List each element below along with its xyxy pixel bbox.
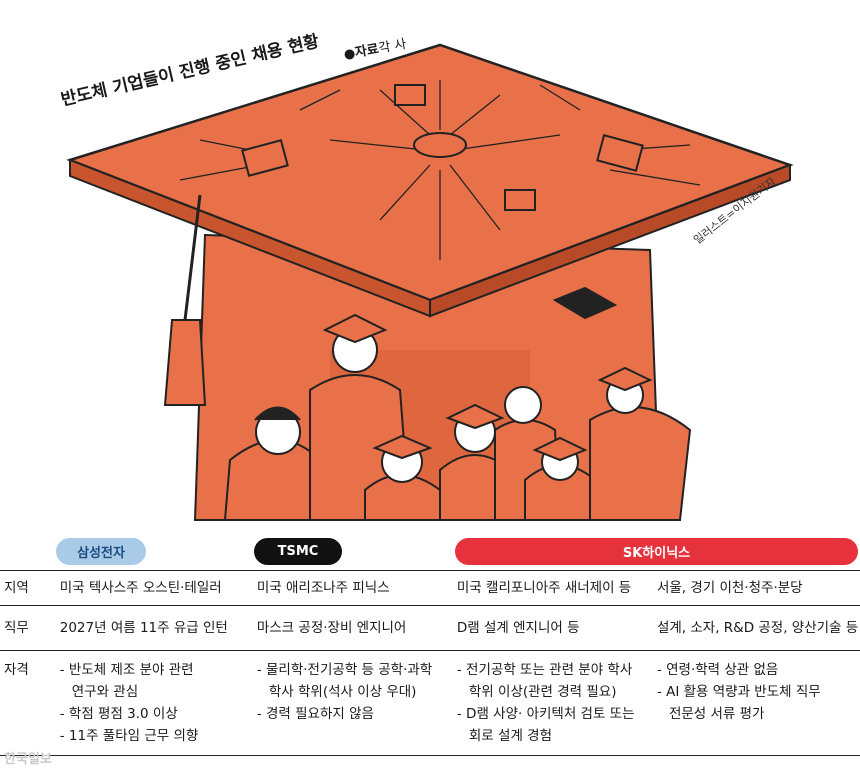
- list-item: 학위 이상(관련 경력 필요): [468, 684, 617, 700]
- cell: - 반도체 제조 분야 관련 연구와 관심 - 학점 평점 3.0 이상 - 1…: [59, 650, 257, 756]
- company-tsmc: TSMC: [254, 538, 342, 565]
- list-item: 전문성 서류 평가: [668, 706, 765, 722]
- list-item: - 학점 평점 3.0 이상: [59, 706, 178, 722]
- table-row-region: 지역 미국 텍사스주 오스틴·테일러 미국 애리조나주 피닉스 미국 캘리포니아…: [0, 570, 860, 606]
- list-item: - 경력 필요하지 않음: [256, 706, 374, 722]
- cell: - 물리학·전기공학 등 공학·과학 학사 학위(석사 이상 우대) - 경력 …: [256, 650, 457, 756]
- row-label: 직무: [0, 605, 60, 651]
- cell: 마스크 공정·장비 엔지니어: [256, 605, 457, 651]
- cell: D램 설계 엔지니어 등: [456, 605, 657, 651]
- graduation-cap-illustration: [66, 43, 794, 521]
- cell: 설계, 소자, R&D 공정, 양산기술 등: [656, 605, 860, 651]
- list-item: 회로 설계 경험: [468, 728, 552, 744]
- recruitment-table: 지역 미국 텍사스주 오스틴·테일러 미국 애리조나주 피닉스 미국 캘리포니아…: [0, 570, 860, 756]
- table-row-job: 직무 2027년 여름 11주 유급 인턴 마스크 공정·장비 엔지니어 D램 …: [0, 605, 860, 651]
- list-item: - 11주 풀타임 근무 의향: [59, 728, 199, 744]
- cell: 미국 텍사스주 오스틴·테일러: [59, 570, 257, 606]
- tassel: [163, 319, 207, 406]
- list-item: - 반도체 제조 분야 관련: [59, 662, 194, 678]
- company-sk-hynix: SK하이닉스: [455, 538, 858, 565]
- company-header: 삼성전자 TSMC SK하이닉스: [0, 538, 860, 568]
- chip-center: [413, 132, 467, 158]
- cell: - 전기공학 또는 관련 분야 학사 학위 이상(관련 경력 필요) - D램 …: [456, 650, 657, 756]
- row-label: 자격: [0, 650, 60, 756]
- watermark-logo: 한국일보: [4, 752, 52, 767]
- list-item: - 전기공학 또는 관련 분야 학사: [456, 662, 633, 678]
- chip-right: [596, 134, 644, 172]
- list-item: 학사 학위(석사 이상 우대): [268, 684, 417, 700]
- company-samsung: 삼성전자: [56, 538, 146, 565]
- list-item: 연구와 관심: [71, 684, 139, 700]
- cell: 미국 캘리포니아주 새너제이 등: [456, 570, 657, 606]
- flying-cap: [552, 286, 618, 320]
- chip-left: [241, 139, 289, 177]
- graduate-7-gown: [589, 406, 692, 521]
- list-item: - 연령·학력 상관 없음: [656, 662, 779, 678]
- cell: - 연령·학력 상관 없음 - AI 활용 역량과 반도체 직무 전문성 서류 …: [656, 650, 860, 756]
- cell: 2027년 여름 11주 유급 인턴: [59, 605, 257, 651]
- cell: 미국 애리조나주 피닉스: [256, 570, 457, 606]
- list-item: - AI 활용 역량과 반도체 직무: [656, 684, 821, 700]
- list-item: - D램 사양· 아키텍처 검토 또는: [456, 706, 635, 722]
- cell: 서울, 경기 이천·청주·분당: [656, 570, 860, 606]
- table-row-qualification: 자격 - 반도체 제조 분야 관련 연구와 관심 - 학점 평점 3.0 이상 …: [0, 650, 860, 756]
- row-label: 지역: [0, 570, 60, 606]
- list-item: - 물리학·전기공학 등 공학·과학: [256, 662, 433, 678]
